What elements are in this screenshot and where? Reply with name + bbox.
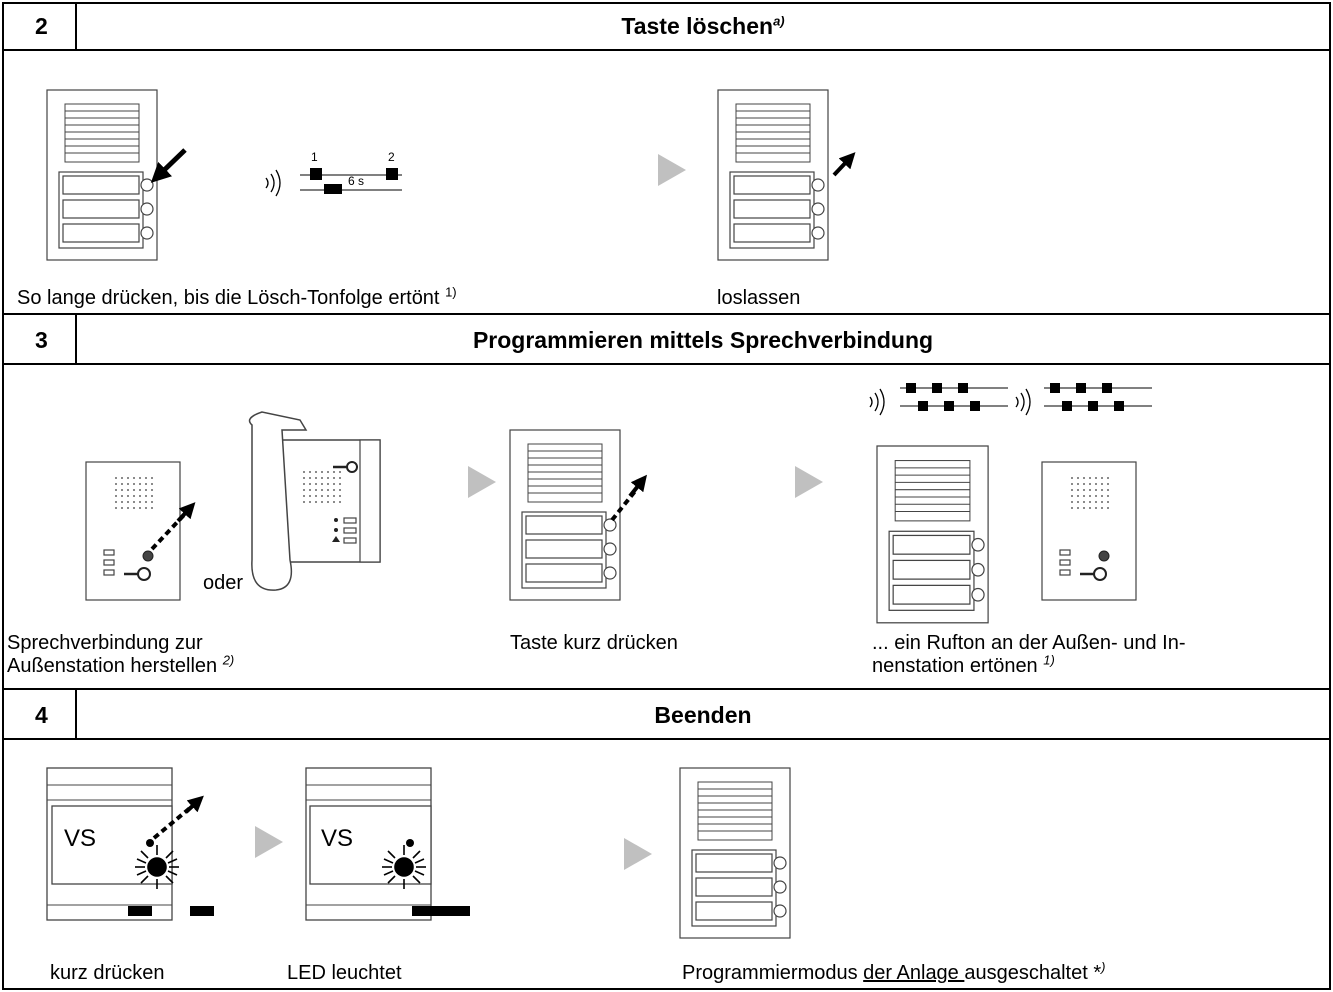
caption-press-until-tone: So lange drücken, bis die Lösch-Tonfolge… xyxy=(17,284,457,309)
outdoor-station-release xyxy=(717,89,856,261)
timing-duration: 6 s xyxy=(348,174,365,188)
oder-label: oder xyxy=(203,572,244,594)
delete-tone-timing xyxy=(300,168,402,194)
indoor-station-press xyxy=(86,462,196,600)
section-title: Taste löschena) xyxy=(76,12,1330,40)
caption-ringtone-line2: nenstation ertönen 1) xyxy=(872,652,1055,677)
timing-mark-1: 1 xyxy=(311,150,318,164)
vs-label: VS xyxy=(321,825,354,852)
call-tone-bars xyxy=(1043,382,1153,412)
section-title: Beenden xyxy=(654,702,752,728)
title-text: Taste löschen xyxy=(621,13,774,39)
vs-label: VS xyxy=(64,825,97,852)
caption-led-lit: LED leuchtet xyxy=(287,962,402,984)
step-arrow xyxy=(658,154,686,186)
caption-release: loslassen xyxy=(717,287,801,309)
caption-ringtone-line1: ... ein Rufton an der Außen- und In- xyxy=(872,632,1186,654)
caption-establish-line2: Außenstation herstellen 2) xyxy=(7,652,235,677)
caption-text: So lange drücken, bis die Lösch-Tonfolge… xyxy=(17,287,440,309)
step-arrow xyxy=(468,466,496,498)
caption-text-a: Programmiermodus xyxy=(682,962,864,984)
footnote-marker: ) xyxy=(1101,959,1106,975)
outdoor-station-press xyxy=(46,89,187,261)
footnote-marker: 1) xyxy=(445,284,457,300)
caption-press-short: Taste kurz drücken xyxy=(510,632,678,654)
sound-waves-icon xyxy=(869,388,885,416)
section-number: 4 xyxy=(35,702,48,728)
caption-text: Außenstation herstellen xyxy=(7,655,218,677)
step-arrow xyxy=(255,826,283,858)
outdoor-station-press xyxy=(509,429,647,601)
vs-module-led xyxy=(305,767,470,921)
sound-waves-icon xyxy=(265,169,281,197)
section-number: 3 xyxy=(35,327,48,353)
call-tone-bars xyxy=(899,382,1009,412)
footnote-marker: 1) xyxy=(1043,652,1055,668)
section-title: Programmieren mittels Sprechverbindung xyxy=(472,327,934,353)
sound-waves-icon xyxy=(1015,388,1031,416)
caption-text-c: ausgeschaltet * xyxy=(964,962,1102,984)
caption-programming-off: Programmiermodus der Anlage ausgeschalte… xyxy=(682,959,1106,984)
caption-text-underlined: der Anlage xyxy=(863,962,965,984)
indoor-station xyxy=(1042,462,1136,600)
caption-text: nenstation ertönen xyxy=(872,655,1038,677)
footnote-marker: a) xyxy=(773,13,785,29)
outdoor-station xyxy=(679,767,791,939)
step-arrow xyxy=(624,838,652,870)
section-number: 2 xyxy=(35,13,48,39)
caption-press-short: kurz drücken xyxy=(50,962,165,984)
outdoor-station xyxy=(876,445,989,624)
caption-establish-line1: Sprechverbindung zur xyxy=(7,632,203,654)
timing-mark-2: 2 xyxy=(388,150,395,164)
step-arrow xyxy=(795,466,823,498)
footnote-marker: 2) xyxy=(222,652,235,668)
vs-module-press xyxy=(46,767,214,921)
handset-phone xyxy=(248,411,381,591)
